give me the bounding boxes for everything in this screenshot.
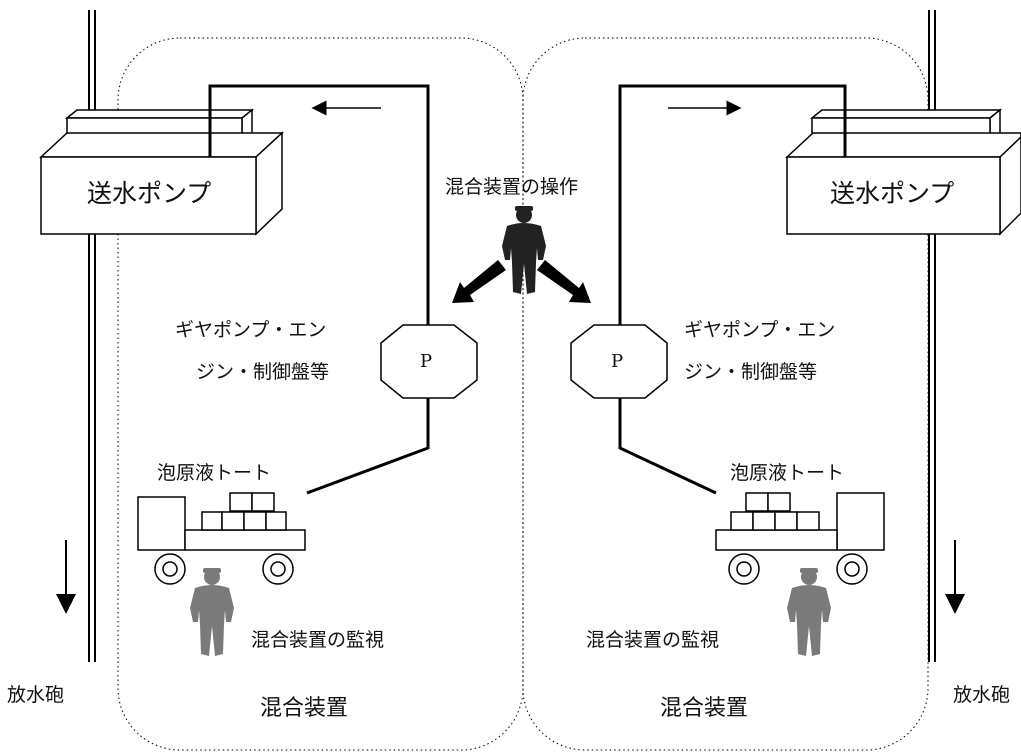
monitor-figure-left bbox=[190, 568, 234, 656]
gear-label-left-1: ギヤポンプ・エン bbox=[175, 319, 327, 341]
cannon-label-right: 放水砲 bbox=[953, 684, 1011, 706]
operation-label: 混合装置の操作 bbox=[445, 176, 579, 198]
tote-label-right: 泡原液トート bbox=[730, 462, 845, 484]
operator-figure bbox=[502, 206, 546, 294]
flow-line-right-lower bbox=[618, 398, 717, 495]
flow-line-left-lower bbox=[306, 398, 430, 495]
gear-pump-right bbox=[570, 324, 668, 399]
gear-pump-label-right: P bbox=[611, 351, 624, 372]
gear-label-left-2: ジン・制御盤等 bbox=[196, 361, 330, 383]
monitor-label-right: 混合装置の監視 bbox=[586, 629, 720, 651]
cannon-label-left: 放水砲 bbox=[7, 684, 65, 706]
gear-pump-label-left: P bbox=[420, 351, 433, 372]
mixer-label-right: 混合装置 bbox=[660, 696, 749, 721]
pump-label-right: 送水ポンプ bbox=[830, 179, 955, 208]
mixer-label-left: 混合装置 bbox=[260, 696, 349, 721]
tote-label-left: 泡原液トート bbox=[157, 462, 272, 484]
gear-label-right-2: ジン・制御盤等 bbox=[684, 361, 818, 383]
operate-arrow-left bbox=[452, 260, 506, 303]
gear-pump-left bbox=[380, 324, 478, 399]
pump-box-left bbox=[39, 108, 284, 236]
pump-label-left: 送水ポンプ bbox=[87, 179, 212, 208]
pump-box-right bbox=[785, 108, 1021, 236]
tote-cart-right bbox=[715, 492, 885, 585]
operate-arrow-right bbox=[537, 260, 591, 303]
flow-line-left bbox=[208, 84, 430, 325]
mixer-zone-right bbox=[522, 37, 929, 751]
monitor-label-left: 混合装置の監視 bbox=[251, 629, 385, 651]
monitor-figure-right bbox=[787, 568, 831, 656]
mixer-zone-left bbox=[117, 37, 524, 751]
tote-cart-left bbox=[137, 492, 306, 585]
gear-label-right-1: ギヤポンプ・エン bbox=[684, 319, 836, 341]
flow-line-right bbox=[618, 84, 847, 325]
